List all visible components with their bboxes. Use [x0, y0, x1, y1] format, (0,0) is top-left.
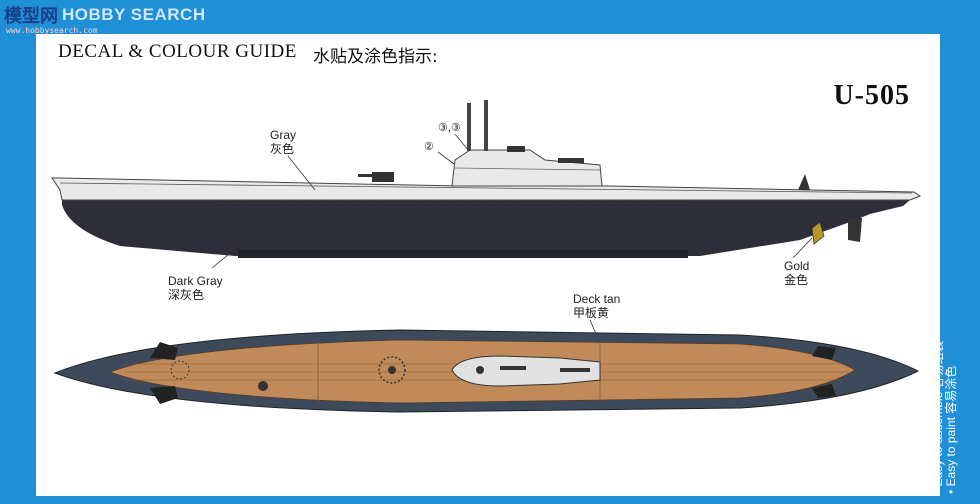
watermark-logo: 模型网 [4, 6, 58, 27]
deck-gun [358, 172, 394, 182]
page-title: DECAL & COLOUR GUIDE [58, 41, 297, 62]
watermark-url: www.hobbysearch.com [6, 26, 98, 35]
aa-gun-2 [558, 158, 584, 163]
upper-hull [51, 177, 922, 201]
periscope-2 [484, 100, 488, 151]
fore-dive-plane-2 [150, 386, 178, 404]
callout-gold: Gold 金色 [784, 259, 809, 287]
rudder [848, 218, 862, 242]
page-title-cn: 水贴及涂色指示: [313, 47, 438, 67]
aft-dive-plane [812, 346, 836, 360]
propeller [811, 221, 825, 245]
top-view [53, 329, 920, 413]
aft-post [798, 174, 810, 190]
fore-dive-plane [150, 342, 178, 360]
callout-gray: Gray 灰色 [270, 128, 296, 156]
decal-marker-2: ② [424, 141, 434, 153]
callout-gold-cn: 金色 [784, 273, 809, 287]
callout-deck-tan-en: Deck tan [573, 292, 621, 306]
keel [238, 250, 688, 258]
aa-gun-1 [507, 146, 525, 152]
periscope-1 [467, 103, 471, 151]
watermark-brand: HOBBY SEARCH [62, 5, 206, 24]
lower-hull [62, 200, 910, 256]
watermark: 模型网 HOBBY SEARCH [4, 3, 206, 27]
callout-dark-gray-en: Dark Gray [168, 274, 223, 288]
tower-top [451, 355, 601, 387]
decal-marker-3: ③,③ [438, 122, 461, 134]
aft-dive-plane-2 [812, 384, 836, 398]
callout-dark-gray-cn: 深灰色 [168, 288, 205, 302]
side-view [51, 100, 922, 363]
callout-gray-en: Gray [270, 128, 297, 142]
callout-deck-tan-cn: 甲板黄 [573, 306, 610, 320]
model-name: U-505 [833, 80, 910, 111]
side-note-paint: • Easy to paint 容易涂色 [944, 365, 958, 494]
side-notes: • Easy to assemble 容易组装 • Easy to paint … [931, 340, 958, 494]
callout-dark-gray: Dark Gray 深灰色 [168, 274, 223, 302]
callout-gray-cn: 灰色 [270, 142, 295, 156]
emblem [378, 356, 406, 384]
callout-deck-tan: Deck tan 甲板黄 [573, 292, 620, 320]
callout-gold-en: Gold [784, 259, 810, 273]
conning-tower [451, 149, 603, 187]
